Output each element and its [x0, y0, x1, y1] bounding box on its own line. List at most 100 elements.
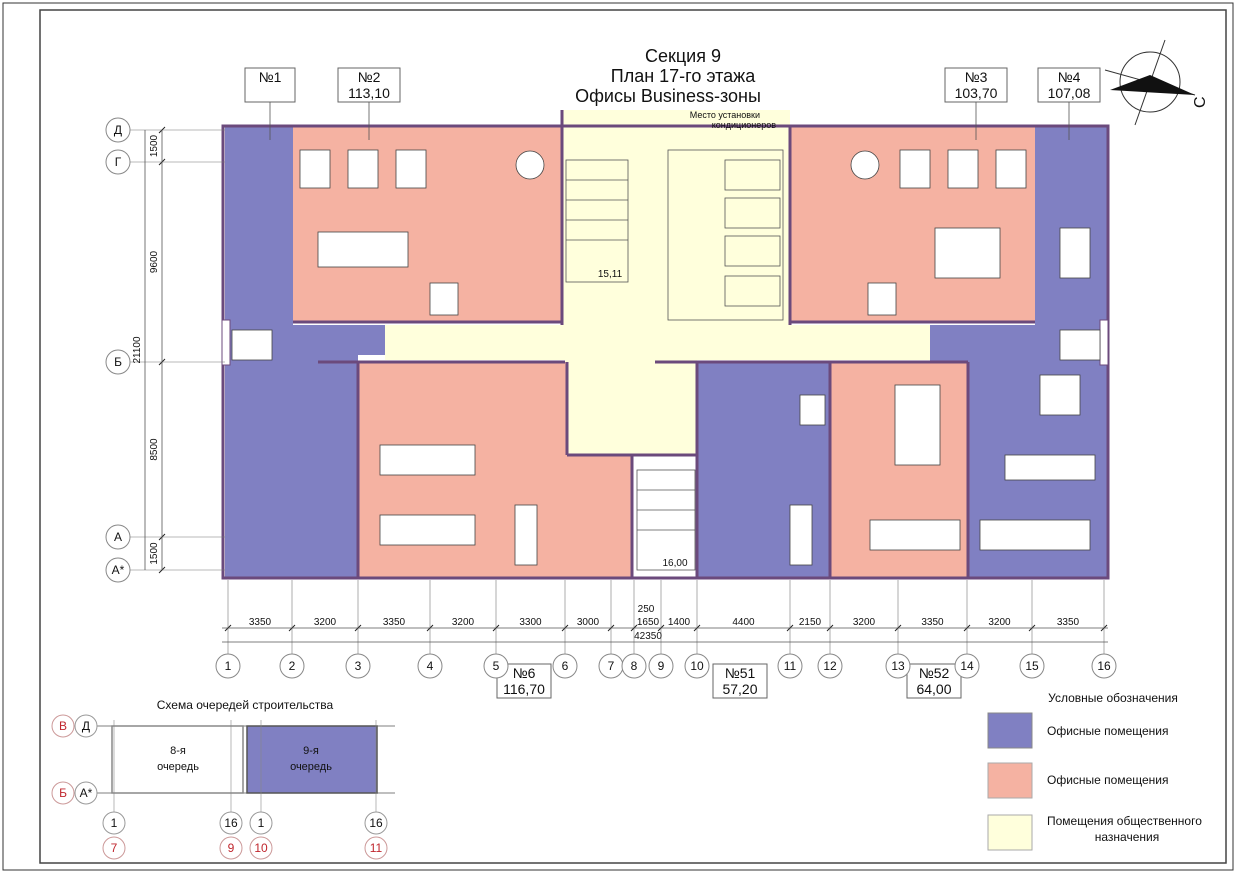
- dim-y: 1500: [149, 542, 160, 565]
- title-floor: План 17-го этажа: [611, 66, 756, 86]
- office-label-2: №2 113,10: [337, 67, 401, 103]
- axis-x-label: 13: [891, 659, 905, 673]
- axis-bubble: [345, 653, 371, 679]
- dim-250: 250: [638, 604, 655, 615]
- axis-x-label: 2: [289, 659, 296, 673]
- office-id: №6: [513, 665, 536, 681]
- stair-bottom-area: 16,00: [662, 558, 687, 569]
- sheet-title: Секция 9 План 17-го этажа Офисы Business…: [575, 46, 761, 106]
- dim-y: 8500: [149, 438, 160, 461]
- schema-col-label-red: 7: [111, 841, 118, 855]
- schema-title: Схема очередей строительства: [157, 698, 334, 712]
- dim-x: 2150: [799, 617, 822, 628]
- dim-x: 3350: [383, 617, 406, 628]
- office-id: №1: [259, 69, 282, 85]
- axis-x-label: 4: [427, 659, 434, 673]
- ac-note-line2: кондиционеров: [712, 120, 776, 130]
- stage-9-label: очередь: [290, 761, 332, 773]
- schema-bubble: [364, 811, 388, 835]
- axis-bubble: [817, 653, 843, 679]
- office-1-area[interactable]: [225, 127, 385, 578]
- axis-bubble: [483, 653, 509, 679]
- office-label-3: №3 103,70: [944, 67, 1008, 103]
- schema-bubble: [102, 811, 126, 835]
- office-id: №51: [725, 665, 756, 681]
- legend-swatch-office-purple: [987, 712, 1033, 749]
- office-label-6: №6 116,70: [496, 663, 552, 699]
- axis-bubble: [105, 349, 131, 375]
- office-area: 113,10: [348, 85, 390, 101]
- stair-top-area: 15,11: [598, 269, 623, 280]
- schema-bubble-red: [219, 836, 243, 860]
- office-id: №52: [919, 665, 950, 681]
- axis-x-label: 5: [493, 659, 500, 673]
- axis-x-label: 1: [225, 659, 232, 673]
- schema-bubble: [219, 811, 243, 835]
- dim-y: 1500: [149, 134, 160, 157]
- axis-bubble: [105, 524, 131, 550]
- schema-axis-red: Б: [59, 786, 67, 800]
- north-compass-icon: С: [1104, 39, 1209, 126]
- walls: [221, 110, 1110, 580]
- dim-x: 3200: [853, 617, 876, 628]
- schema-bubble-red: [249, 836, 273, 860]
- axis-x-label: 9: [658, 659, 665, 673]
- dim-y: 9600: [149, 250, 160, 273]
- axis-bubble: [885, 653, 911, 679]
- schema-col-label: 16: [369, 816, 383, 830]
- axis-x-label: 3: [355, 659, 362, 673]
- inner-frame: [39, 9, 1227, 864]
- public-core-area[interactable]: [385, 110, 930, 578]
- stage-9-block: [246, 725, 378, 794]
- legend-swatch-office-pink: [987, 762, 1033, 799]
- office-label-1: №1: [244, 67, 296, 103]
- dim-x: 1650: [637, 617, 660, 628]
- schema-bubble: [249, 811, 273, 835]
- office-area: 57,20: [722, 681, 757, 697]
- schema-col-label: 1: [258, 816, 265, 830]
- axis-y-label: Д: [114, 123, 122, 137]
- legend-title: Условные обозначения: [1048, 691, 1178, 705]
- schema-col-label-red: 10: [254, 841, 268, 855]
- office-id: №2: [358, 69, 381, 85]
- dim-x: 3200: [452, 617, 475, 628]
- axis-x-label: 11: [784, 659, 797, 673]
- dim-x: 3350: [1057, 617, 1080, 628]
- dim-x: 3000: [577, 617, 600, 628]
- axis-x-label: 10: [690, 659, 704, 673]
- schema-axis: А*: [80, 786, 93, 800]
- axis-x-label: 16: [1097, 659, 1111, 673]
- schema-bubble-red: [364, 836, 388, 860]
- dim-x: 3350: [249, 617, 272, 628]
- schema-axis-red: В: [59, 719, 67, 733]
- axis-x-label: 6: [562, 659, 569, 673]
- dim-total-y: 21100: [132, 336, 143, 364]
- axis-y-label: А: [114, 530, 122, 544]
- legend-label: Помещения общественного: [1047, 814, 1202, 828]
- axis-bubble: [105, 557, 131, 583]
- axis-bubble: [417, 653, 443, 679]
- legend-label-cont: назначения: [1095, 830, 1159, 844]
- axis-bubble: [552, 653, 578, 679]
- dim-x: 3200: [988, 617, 1011, 628]
- stage-8-label: 8-я: [170, 745, 186, 757]
- axis-x-label: 7: [608, 659, 615, 673]
- legend-label: Офисные помещения: [1047, 773, 1169, 787]
- office-label-51: №51 57,20: [712, 663, 768, 699]
- legend: Условные обозначения Офисные помещения О…: [987, 691, 1202, 851]
- dim-x: 3300: [519, 617, 542, 628]
- axis-bubble: [1019, 653, 1045, 679]
- office-area: 103,70: [955, 85, 998, 101]
- ac-note-line1: Место установки: [690, 110, 760, 120]
- office-label-4: №4 107,08: [1037, 67, 1101, 103]
- axis-bubble: [1091, 653, 1117, 679]
- axis-bubble: [648, 653, 674, 679]
- schema-col-label: 1: [111, 816, 118, 830]
- dim-x: 1400: [668, 617, 691, 628]
- schema-col-label: 16: [224, 816, 238, 830]
- axis-bubble: [105, 117, 131, 143]
- axis-x-label: 14: [960, 659, 974, 673]
